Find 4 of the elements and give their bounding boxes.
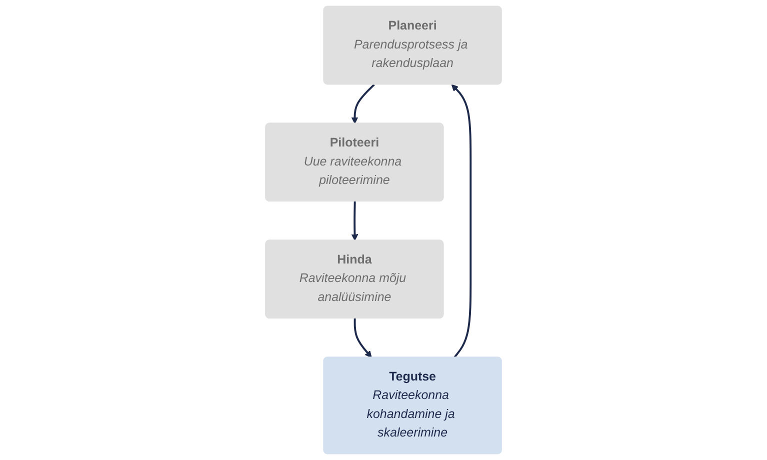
- arrow: [354, 318, 372, 358]
- arrow: [451, 84, 472, 358]
- arrow: [351, 202, 358, 241]
- arrow: [351, 84, 375, 124]
